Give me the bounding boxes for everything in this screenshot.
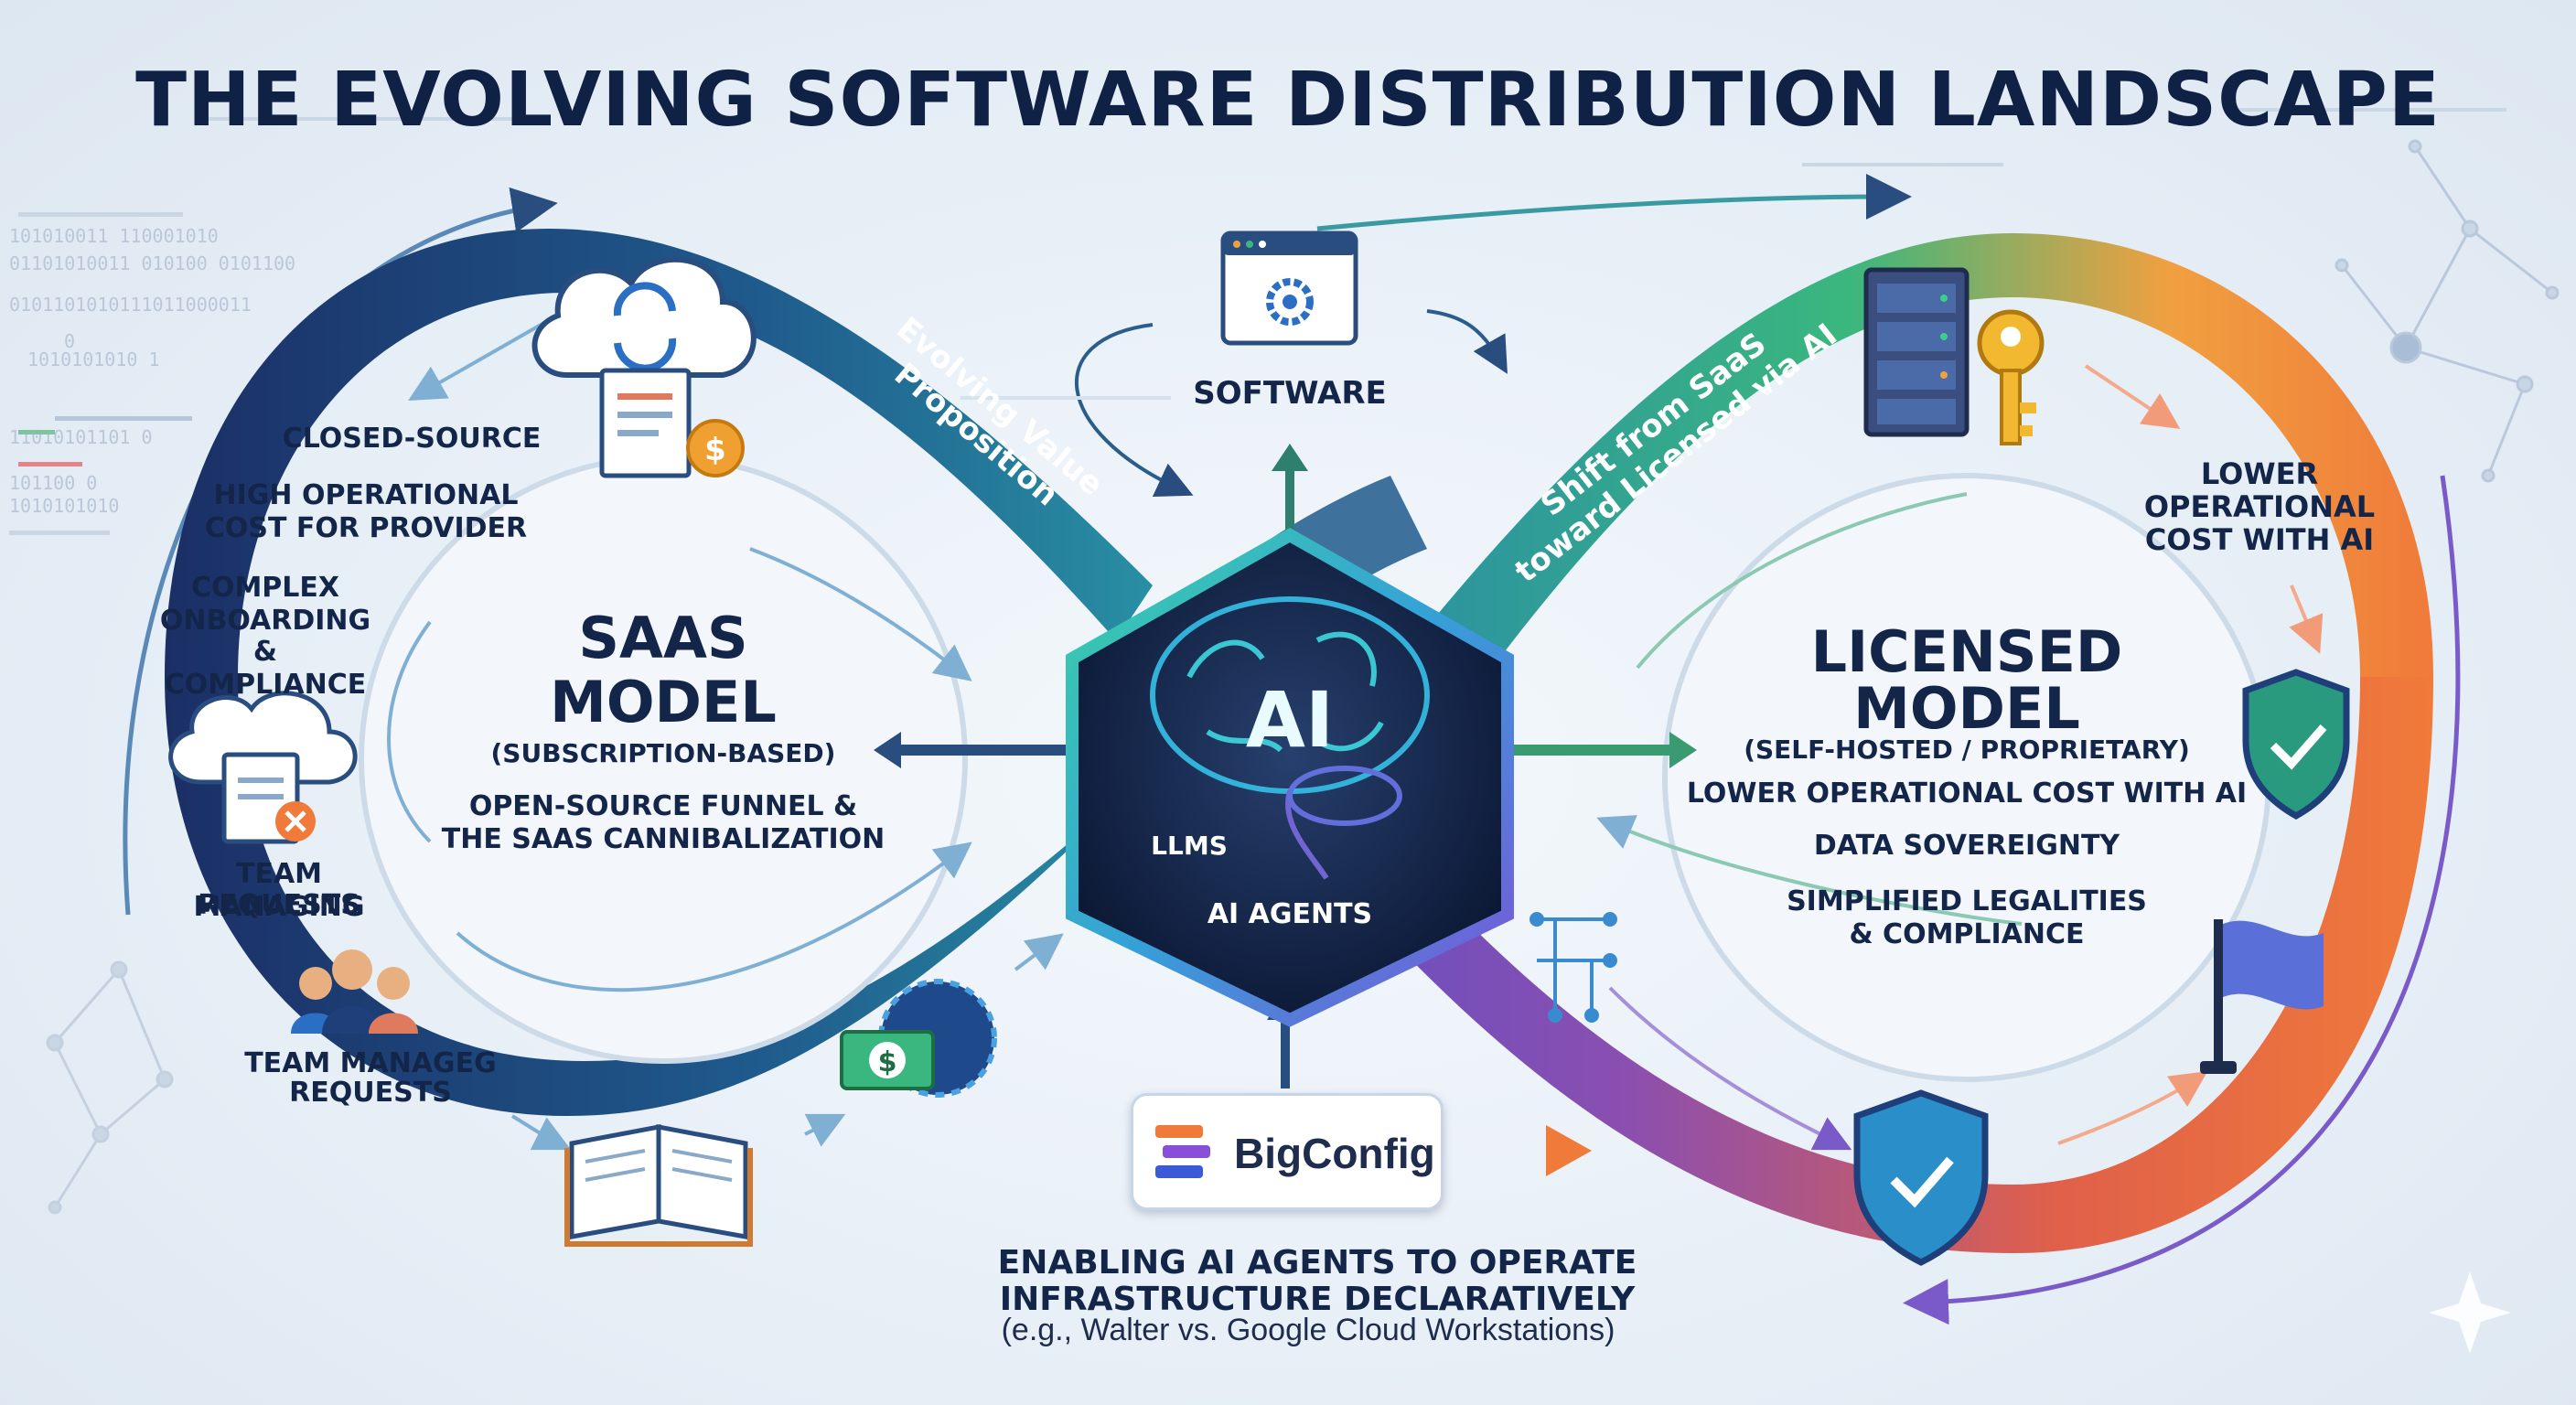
svg-text:01101010011 010100 0101100: 01101010011 010100 0101100 — [9, 252, 295, 274]
bigconfig-name: BigConfig — [1234, 1130, 1435, 1177]
saas-body-2: THE SAAS CANNIBALIZATION — [441, 823, 886, 855]
high-cost-label-2: COST FOR PROVIDER — [204, 512, 528, 544]
saas-heading-2: MODEL — [550, 669, 777, 735]
ai-hexagon — [1066, 527, 1514, 1027]
shield-check-bottom-icon — [1853, 1089, 1989, 1266]
server-rack-icon — [1863, 267, 1970, 437]
svg-text:1010101010 1: 1010101010 1 — [27, 349, 160, 370]
saas-subtitle: (SUBSCRIPTION-BASED) — [490, 738, 836, 768]
outer-arrow-bottom-right — [1903, 475, 2461, 1325]
band-right-bottom — [1189, 677, 2433, 1253]
band-left-loop — [165, 229, 1235, 1116]
complex-label-3: & COMPLIANCE — [164, 636, 367, 701]
bigconfig-card: BigConfig — [1131, 1093, 1444, 1210]
network-decoration-left — [46, 960, 174, 1215]
svg-text:$: $ — [704, 432, 726, 468]
high-cost-label-1: HIGH OPERATIONAL — [213, 479, 519, 511]
team-managing-label-2: REQUESTS — [198, 889, 360, 921]
licensed-body-3: SIMPLIFIED LEGALITIES — [1787, 885, 2147, 917]
outer-arrow-top-right — [1316, 174, 1912, 231]
cloud-sync-icon — [531, 256, 757, 378]
ai-label: AI — [1245, 675, 1335, 765]
footnote: (e.g., Walter vs. Google Cloud Workstati… — [1001, 1313, 1615, 1347]
lower-cost-label-3: COST WITH AI — [2144, 522, 2375, 557]
brain-icon — [1150, 596, 1430, 880]
enabling-line-2: INFRASTRUCTURE DECLARATIVELY — [999, 1281, 1636, 1318]
inner-circles — [359, 455, 2271, 1082]
software-label: SOFTWARE — [1193, 375, 1387, 412]
bigconfig-logo-icon — [1155, 1125, 1210, 1178]
lower-cost-label-1: LOWER — [2200, 456, 2319, 491]
circuit-icon — [1530, 912, 1617, 1023]
svg-text:1010101010: 1010101010 — [9, 495, 119, 517]
money-globe-icon: $ — [840, 979, 997, 1098]
team-people-icon — [291, 949, 418, 1034]
svg-text:101010011 110001010: 101010011 110001010 — [9, 225, 219, 247]
center-arrows — [874, 444, 1697, 1176]
llms-label: LLMS — [1151, 831, 1228, 861]
gear-icon — [1266, 278, 1314, 326]
licensed-heading-2: MODEL — [1853, 675, 2080, 742]
enabling-line-1: ENABLING AI AGENTS TO OPERATE — [997, 1244, 1637, 1282]
svg-text:0: 0 — [64, 330, 75, 352]
licensed-subtitle: (SELF-HOSTED / PROPRIETARY) — [1744, 735, 2190, 765]
team-managing-label-1: TEAM MANAGING — [193, 858, 365, 923]
inner-arrows-left — [387, 318, 1064, 1151]
complex-label-2: ONBOARDING — [159, 605, 371, 637]
main-title: THE EVOLVING SOFTWARE DISTRIBUTION LANDS… — [135, 57, 2441, 144]
saas-body-1: OPEN-SOURCE FUNNEL & — [468, 790, 858, 822]
lower-cost-label-2: OPERATIONAL — [2143, 489, 2376, 524]
shield-check-icon — [2242, 669, 2350, 820]
closed-source-label: CLOSED-SOURCE — [282, 423, 542, 455]
network-decoration-right — [2334, 139, 2560, 483]
inner-arrows-right — [1596, 364, 2324, 1151]
key-icon — [1977, 309, 2045, 445]
invoice-icon — [599, 368, 692, 478]
licensed-body-1: LOWER OPERATIONAL COST WITH AI — [1686, 778, 2248, 810]
flag-icon — [2200, 919, 2324, 1074]
complex-label-1: COMPLEX — [190, 572, 340, 604]
software-window-icon — [1220, 231, 1358, 346]
team-manageg-label-1: TEAM MANAGEG — [244, 1047, 497, 1079]
sparkle-icon — [2429, 1271, 2511, 1354]
cloud-document-error-icon — [168, 691, 358, 844]
saas-heading-1: SAAS — [578, 605, 748, 671]
open-book-icon — [564, 1123, 753, 1247]
svg-text:$: $ — [878, 1046, 897, 1078]
licensed-heading-1: LICENSED — [1810, 618, 2123, 685]
svg-text:0101101010111011000011: 0101101010111011000011 — [9, 294, 252, 316]
dollar-coin-icon: $ — [686, 419, 745, 477]
software-flow-arrows — [961, 309, 1508, 498]
ai-agents-label: AI AGENTS — [1207, 898, 1373, 930]
licensed-body-2: DATA SOVEREIGNTY — [1813, 830, 2120, 862]
svg-text:11010101101 0: 11010101101 0 — [9, 426, 153, 448]
svg-text:101100 0: 101100 0 — [9, 472, 97, 494]
team-manageg-label-2: REQUESTS — [289, 1077, 452, 1109]
licensed-body-4: & COMPLIANCE — [1849, 918, 2085, 950]
